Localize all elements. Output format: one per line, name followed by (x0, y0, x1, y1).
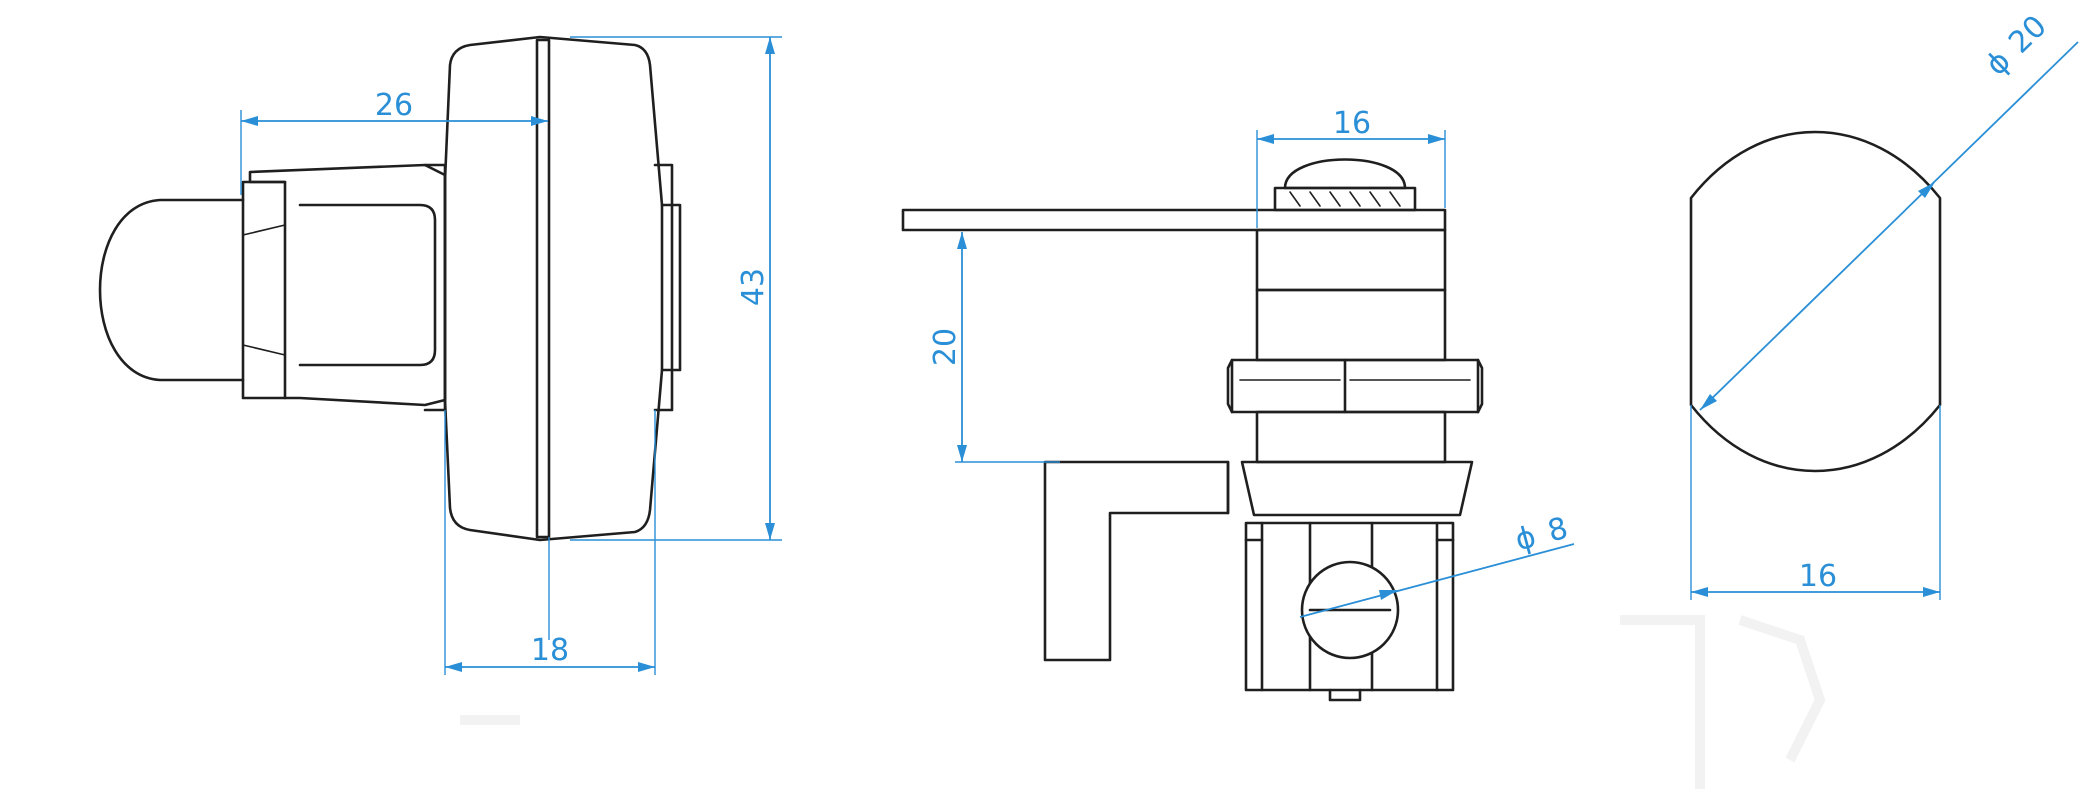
front-view-dimensions: 26 43 18 (240, 36, 782, 675)
watermark (460, 615, 1826, 789)
knob-grip (248, 163, 447, 407)
knob-collar (241, 180, 287, 400)
cam-profile (1689, 130, 1942, 473)
housing-seam (535, 38, 551, 539)
knob-dome (98, 198, 245, 382)
lock-body (1255, 228, 1447, 292)
cylinder (1244, 521, 1455, 692)
hex-nut (1230, 358, 1480, 414)
dimension-16-side: 16 (1333, 106, 1371, 141)
dimension-43: 43 (736, 268, 771, 306)
dimension-phi-8: 8 (1544, 511, 1572, 550)
end-view (1689, 130, 1942, 473)
end-view-dimensions: ϕ 20 16 (1690, 9, 2079, 600)
dimension-16-end: 16 (1799, 559, 1837, 594)
diameter-symbol-8: ϕ (1511, 519, 1539, 558)
dimension-20-side: 20 (928, 328, 963, 366)
dimension-phi-20: 20 (2002, 9, 2054, 61)
diameter-symbol-20: ϕ (1979, 44, 2018, 83)
screw-head (1283, 158, 1407, 190)
screw-washer (1273, 186, 1417, 212)
cam-arm (901, 208, 1447, 232)
side-view (901, 158, 1484, 702)
flange (1240, 460, 1474, 517)
housing (443, 35, 664, 542)
housing-tab (653, 163, 674, 412)
dimension-26: 26 (375, 88, 413, 123)
dimension-18: 18 (531, 633, 569, 668)
knob-grip-window (298, 203, 437, 367)
bracket (1043, 460, 1230, 662)
